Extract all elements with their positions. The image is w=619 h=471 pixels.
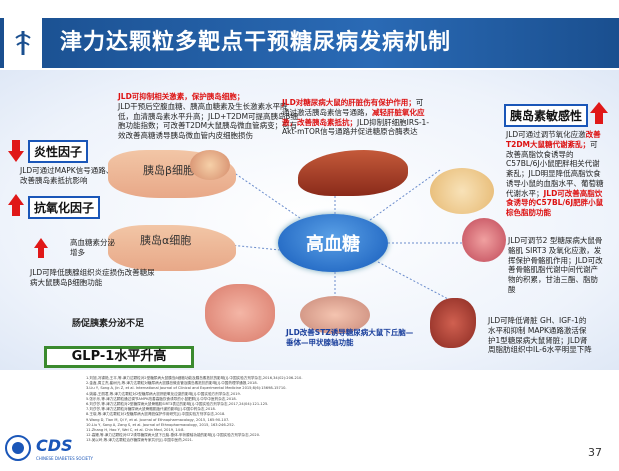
kidney-image xyxy=(430,298,476,348)
adipose-image xyxy=(430,168,494,214)
cds-logo-subtext: CHINESE DIABETES SOCIETY xyxy=(36,456,93,461)
liver-image xyxy=(298,150,408,196)
page-number: 37 xyxy=(588,446,602,459)
islet-alpha-label: 胰岛α细胞 xyxy=(140,234,192,247)
mapk-text: JLD可通过MAPK信号通路、改善胰岛素抵抗影响 xyxy=(20,166,114,185)
logo-icon xyxy=(15,31,31,55)
reference-item: 4.姚馨,王丽君,等.津力达颗粒对2型糖尿病大鼠肝脏氧化应激的影响[J].中国实… xyxy=(86,391,241,396)
footer: CDS CHINESE DIABETES SOCIETY xyxy=(0,430,619,471)
brain-image xyxy=(300,296,370,334)
adipose-text: JLD可通过调节氧化应激改善T2DM大鼠糖代谢紊乱；可改善高脂饮食诱导的C57B… xyxy=(506,130,604,218)
liver-text-body2: JLD抑制肝细胞IRS-1-Akt-mTOR信号通路并促进糖原合酶表达 xyxy=(282,117,430,137)
muscle-image xyxy=(462,218,506,262)
reference-item: 2.金鑫,周立杰,崔树元,等.津力达颗粒对糖尿病大鼠胰岛微血管及胰岛素抵抗的影响… xyxy=(86,381,258,386)
glp1-box: GLP-1水平升高 xyxy=(44,346,194,368)
header-logo xyxy=(4,18,42,68)
adipose-text-red2: JLD可改善高脂饮食诱导的C57BL/6J肥胖小鼠棕色脂肪功能 xyxy=(506,188,604,218)
reference-item: 6.刘莎莎,等.津力达颗粒对2型糖尿病大鼠骨骼肌SIRT3表达的影响[J].中国… xyxy=(86,402,269,407)
incretin-text: 肠促胰素分泌不足 xyxy=(72,319,145,329)
pancreas-alpha-image xyxy=(108,225,236,271)
adipose-text-body2: 可改善高脂饮食诱导的C57BL/6J小鼠肥胖相关代谢紊乱；JLD明显降低高脂饮食… xyxy=(506,139,604,198)
title-bar: 津力达颗粒多靶点干预糖尿病发病机制 xyxy=(0,18,619,68)
reference-item: 5.张乐乐,等.津力达颗粒通过调节AMPK改善高脂饮食诱导的小鼠肥胖[J].中华… xyxy=(86,396,237,401)
brain-text: JLD改善STZ诱导糖尿病大鼠下丘脑—垂体—甲状腺轴功能 xyxy=(286,328,414,347)
references: 1.刘旭,冯锦艳,王平,等.津力达颗粒对2型糖尿病大鼠胰岛β细胞功能及胰岛素抵抗… xyxy=(86,376,526,444)
liver-text-body1: 可通过激活胰岛素信号通路， xyxy=(282,98,424,117)
reference-item: 11.Zhang H, Hao Y, Wei C, et al. Chin Me… xyxy=(86,428,185,433)
reference-item: 1.刘旭,冯锦艳,王平,等.津力达颗粒对2型糖尿病大鼠胰岛β细胞功能及胰岛素抵抗… xyxy=(86,376,303,380)
liver-text: JLD对糖尿病大鼠的肝脏伤有保护作用；可通过激活胰岛素信号通路，减轻肝脏氧化应激… xyxy=(282,98,430,137)
muscle-text: JLD可调节2 型糖尿病大鼠骨骼肌 SIRT3 及氧化应激，发挥保护骨骼肌作用；… xyxy=(508,236,603,294)
pancreas-text: JLD可抑制相关激素，保护胰岛细胞； JLD干预后空腹血糖、胰高血糖素及生长激素… xyxy=(118,92,298,141)
reference-item: 12.高姗,等.津力达颗粒对STZ诱导糖尿病大鼠下丘脑-垂体-甲状腺轴功能的影响… xyxy=(86,433,261,438)
down-arrow-icon xyxy=(8,140,24,162)
reference-item: 8.王晓,等.津力达颗粒对1型糖尿病大鼠肾脏保护作用研究[J].中国实验方剂学杂… xyxy=(86,412,226,417)
cds-logo: CDS xyxy=(36,436,73,455)
page-title: 津力达颗粒多靶点干预糖尿病发病机制 xyxy=(60,30,452,55)
insulin-sensitivity-tag: 胰岛素敏感性 xyxy=(504,104,589,127)
up-arrow-icon xyxy=(8,194,24,216)
center-hyperglycemia: 高血糖 xyxy=(278,214,388,272)
glucagon-title: 高血糖素分泌增多 xyxy=(70,238,115,257)
liver-text-red2: 减轻肝脏氧化应激，改善胰岛素抵抗； xyxy=(282,107,425,127)
adipose-text-red1: 改善T2DM大鼠糖代谢紊乱； xyxy=(506,130,601,149)
pancreas-text-body: JLD干预后空腹血糖、胰高血糖素及生长激素水平降低，血清胰岛素水平升高；JLD+… xyxy=(118,101,298,140)
up-arrow-small-icon xyxy=(34,238,48,258)
pancreas-text-red: JLD可抑制相关激素，保护胰岛细胞； xyxy=(118,92,245,101)
glucagon-body: JLD可降低胰腺组织炎症损伤改善糖尿病大鼠胰岛β细胞功能 xyxy=(30,268,155,287)
reference-item: 3.Liu Y, Song A, Jin Z, et al. Internati… xyxy=(86,386,287,391)
reference-item: 10.Liu Y, Song A, Zang S, et al. Journal… xyxy=(86,422,235,427)
beta-cell-cluster xyxy=(190,150,230,180)
kidney-text: JLD可降低肾脏 GH、IGF-1的水平和抑制 MAPK通路激活保护1型糖尿病大… xyxy=(488,316,592,355)
liver-text-red1: JLD对糖尿病大鼠的肝脏伤有保护作用； xyxy=(282,98,416,107)
reference-item: 13.吴以岭,等.津力达颗粒治疗糖尿病专家共识[J].中国中医药,2021. xyxy=(86,438,194,443)
reference-item: 9.Wang D, Tian M, Qi Y, et al. Journal o… xyxy=(86,417,230,422)
islet-beta-label: 胰岛β细胞 xyxy=(143,164,195,177)
adipose-text-body1: JLD可通过调节氧化应激 xyxy=(506,130,586,139)
inflammation-tag: 炎性因子 xyxy=(28,140,89,163)
intestine-image xyxy=(205,284,275,342)
antioxidant-tag: 抗氧化因子 xyxy=(28,196,101,219)
reference-item: 7.刘莎莎,等.津力达颗粒对糖尿病大鼠骨骼肌脂代谢的影响[J].中国中药杂志,2… xyxy=(86,407,216,412)
up-arrow-right-icon xyxy=(590,102,608,124)
society-seal-icon xyxy=(5,435,31,461)
